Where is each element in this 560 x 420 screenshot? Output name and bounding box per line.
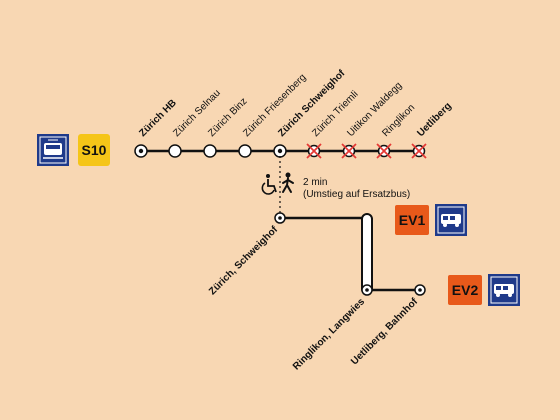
ev2-label: EV2 xyxy=(452,282,479,298)
station: Ringlikon xyxy=(376,102,417,159)
bus-icon xyxy=(488,274,520,306)
station-label: Uetliberg xyxy=(415,101,453,139)
ev2-badge: EV2 xyxy=(448,275,482,305)
station: Uetliberg xyxy=(411,101,454,159)
closed-x-icon xyxy=(306,143,322,159)
station-marker xyxy=(203,144,217,158)
closed-x-icon xyxy=(411,143,427,159)
closed-x-icon xyxy=(376,143,392,159)
line-badge-label: S10 xyxy=(82,142,107,158)
bus-stop-dot xyxy=(278,216,282,220)
bus-route-ev1 xyxy=(280,216,369,290)
station-label: Zürich Friesenberg xyxy=(241,72,308,139)
station-label: Ringlikon xyxy=(380,102,417,139)
transfer-note: (Umstieg auf Ersatzbus) xyxy=(303,189,410,200)
walking-icon xyxy=(282,172,294,193)
bus-stop-label: Zürich, Schweighof xyxy=(207,224,280,297)
bus-stop: Uetliberg, Bahnhof xyxy=(349,284,426,367)
ev1-badge: EV1 xyxy=(395,205,429,235)
station-marker xyxy=(238,144,252,158)
train-icon xyxy=(37,134,69,166)
bus-icon xyxy=(435,204,467,236)
station-marker xyxy=(168,144,182,158)
station-dot xyxy=(138,148,144,154)
bus-stop: Zürich, Schweighof xyxy=(207,212,286,297)
bus-stop-range xyxy=(361,213,373,295)
line-badge: S10 xyxy=(78,134,110,166)
bus-stop-dot xyxy=(418,288,422,292)
wheelchair-icon xyxy=(261,174,277,195)
closed-x-icon xyxy=(341,143,357,159)
ev1-label: EV1 xyxy=(399,212,426,228)
transfer-time: 2 min xyxy=(303,177,327,188)
bus-stop-dot xyxy=(365,288,369,292)
